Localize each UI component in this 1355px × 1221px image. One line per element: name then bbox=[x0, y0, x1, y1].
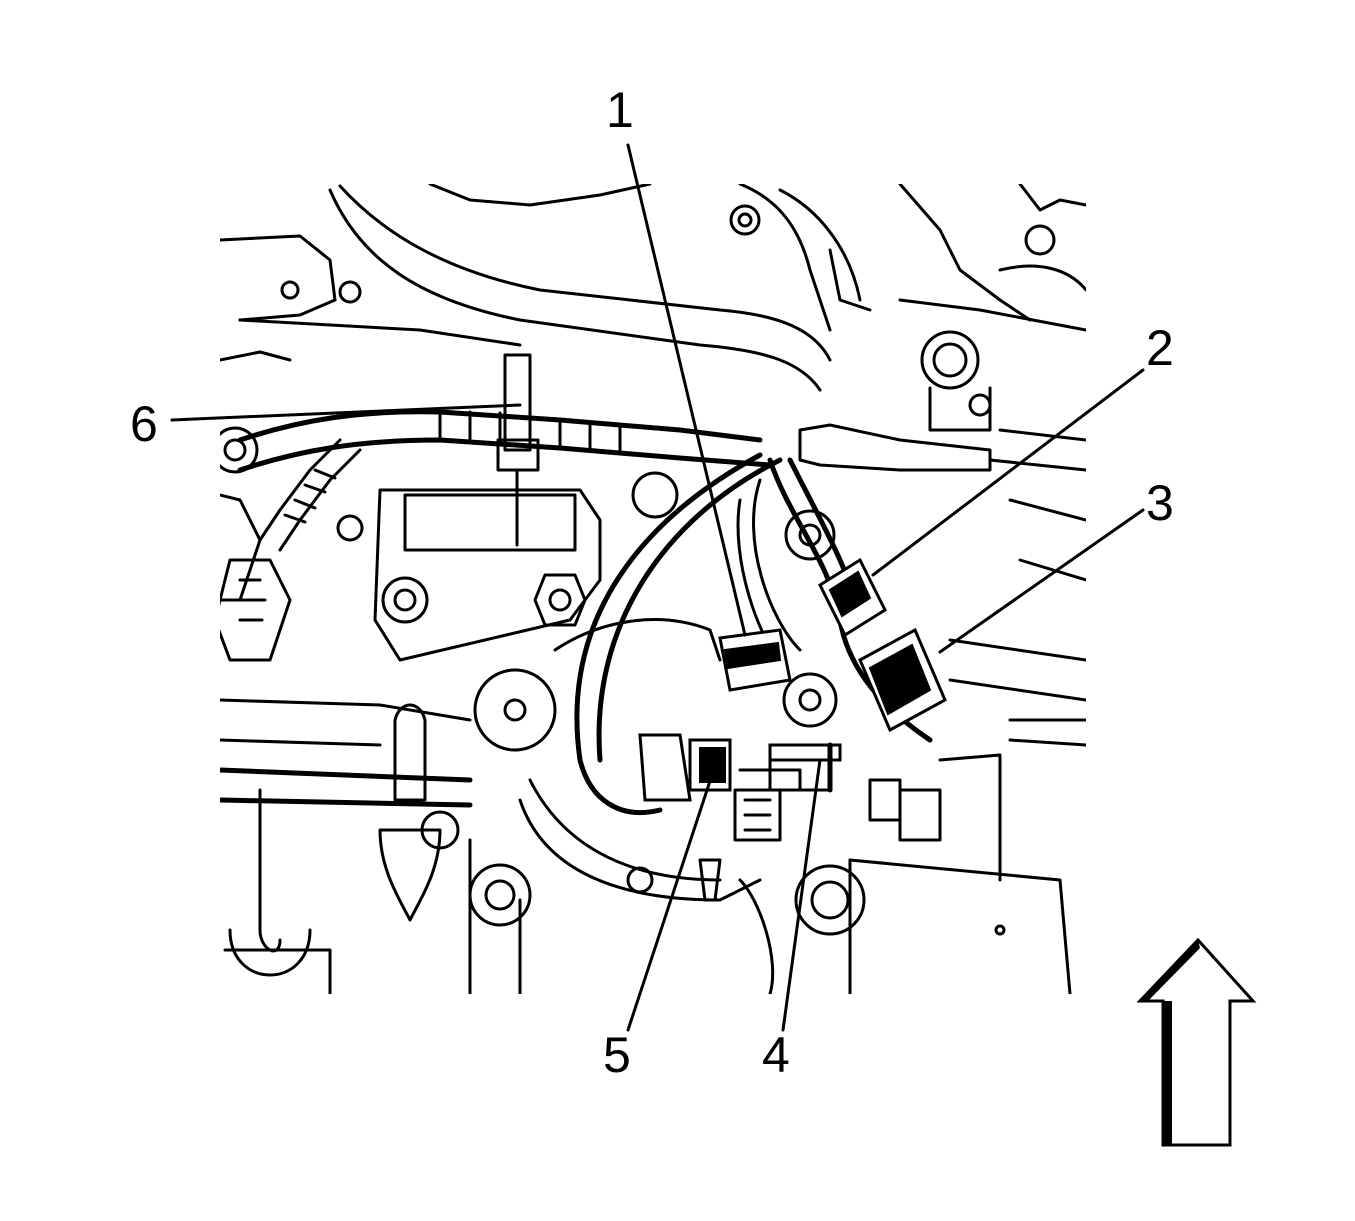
leader-6 bbox=[170, 403, 522, 422]
leader-1 bbox=[626, 143, 747, 637]
background-structure bbox=[220, 184, 1086, 994]
leader-4 bbox=[781, 758, 822, 1032]
up-arrow-icon bbox=[1136, 937, 1257, 1147]
callout-5: 5 bbox=[603, 1027, 631, 1083]
callout-6: 6 bbox=[130, 396, 158, 452]
callout-2: 2 bbox=[1146, 320, 1174, 376]
leader-3 bbox=[938, 508, 1145, 654]
callout-3: 3 bbox=[1146, 475, 1174, 531]
engine-compartment-illustration bbox=[220, 184, 1086, 994]
leader-2 bbox=[871, 368, 1145, 577]
callout-labels: 1 2 3 4 5 6 bbox=[130, 82, 1174, 1083]
connector-2[interactable] bbox=[818, 557, 887, 638]
leader-5 bbox=[626, 773, 714, 1032]
callout-1: 1 bbox=[606, 82, 634, 138]
callout-leaders bbox=[170, 143, 1145, 1032]
bracket-4 bbox=[768, 742, 842, 793]
connector-3[interactable] bbox=[858, 627, 947, 733]
connector-1[interactable] bbox=[718, 628, 792, 692]
connector-5[interactable] bbox=[638, 733, 732, 802]
callout-4: 4 bbox=[762, 1027, 790, 1083]
